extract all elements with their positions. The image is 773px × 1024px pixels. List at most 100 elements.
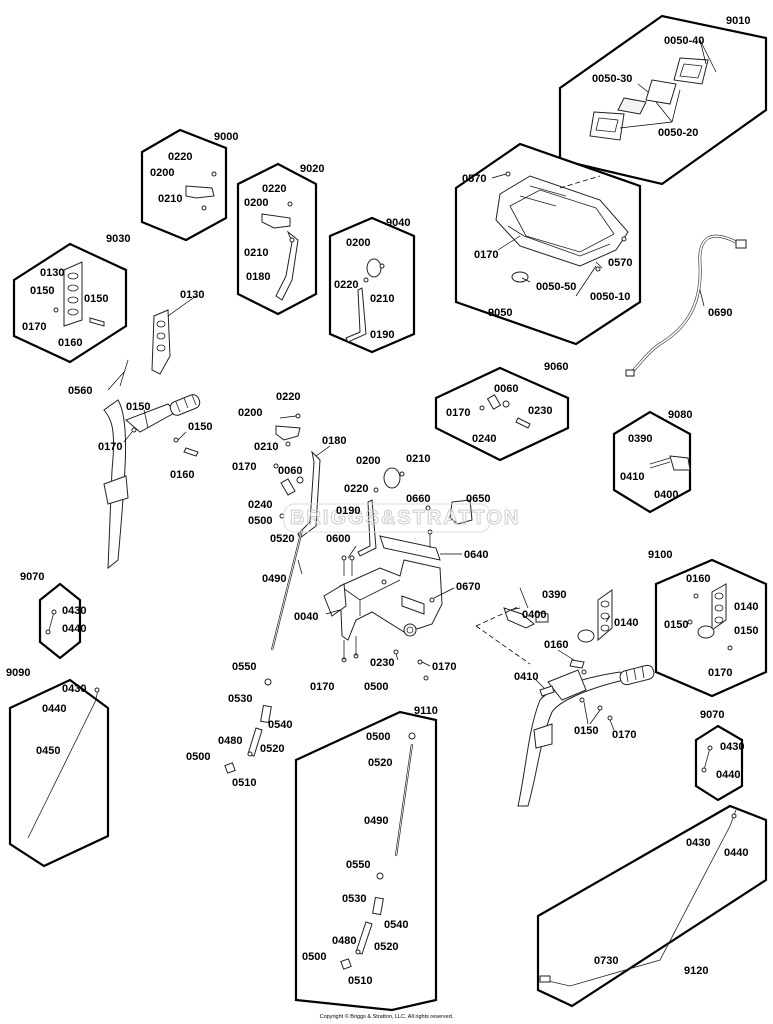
part-label: 0550 xyxy=(232,661,256,673)
part-label: 0190 xyxy=(336,505,360,517)
part-label: 0570 xyxy=(462,173,486,185)
group-label: 9070 xyxy=(20,571,44,583)
part-label: 0210 xyxy=(370,293,394,305)
part-label: 0160 xyxy=(170,469,194,481)
part-label: 0480 xyxy=(332,935,356,947)
watermark-frame xyxy=(283,503,491,533)
kit-9020-outline xyxy=(236,162,318,316)
part-label: 0130 xyxy=(40,267,64,279)
part-label: 0500 xyxy=(248,515,272,527)
right-handle-drawing xyxy=(475,589,655,807)
group-label: 9050 xyxy=(488,307,512,319)
part-label: 0170 xyxy=(432,661,456,673)
group-label: 9030 xyxy=(106,233,130,245)
part-label: 0530 xyxy=(342,893,366,905)
part-label: 0170 xyxy=(708,667,732,679)
part-label: 0060 xyxy=(494,383,518,395)
part-label: 0690 xyxy=(708,307,732,319)
part-label: 0150 xyxy=(664,619,688,631)
mounting-bracket-drawing xyxy=(323,529,443,681)
kit-9070b-outline xyxy=(694,724,744,802)
part-label: 0200 xyxy=(150,167,174,179)
part-label: 0210 xyxy=(158,193,182,205)
part-label: 0170 xyxy=(98,441,122,453)
group-label: 9120 xyxy=(684,965,708,977)
part-label: 0160 xyxy=(544,639,568,651)
lower-linkage-parts xyxy=(224,678,272,774)
part-label: 0510 xyxy=(348,975,372,987)
part-label: 0180 xyxy=(322,435,346,447)
part-label: 0440 xyxy=(62,623,86,635)
kit-9090-outline xyxy=(8,678,110,868)
part-label: 0150 xyxy=(574,725,598,737)
cable-0690 xyxy=(625,234,747,377)
group-label: 9000 xyxy=(214,131,238,143)
part-label: 0540 xyxy=(268,719,292,731)
part-label: 0450 xyxy=(36,745,60,757)
part-label: 0210 xyxy=(254,441,278,453)
part-label: 0150 xyxy=(126,401,150,413)
part-label: 0560 xyxy=(68,385,92,397)
cable-drawings xyxy=(27,609,737,987)
kit-9080-outline xyxy=(612,410,692,514)
lens-cover-parts xyxy=(589,39,717,141)
part-label: 0220 xyxy=(334,279,358,291)
part-label: 0550 xyxy=(346,859,370,871)
part-label: 0240 xyxy=(472,433,496,445)
part-label: 0170 xyxy=(310,681,334,693)
part-label: 0730 xyxy=(594,955,618,967)
part-label: 0500 xyxy=(186,751,210,763)
kit-9080-parts xyxy=(649,455,691,471)
part-label: 0400 xyxy=(522,609,546,621)
part-label: 0170 xyxy=(446,407,470,419)
part-label: 0050-50 xyxy=(536,281,576,293)
part-label: 0490 xyxy=(262,573,286,585)
group-label: 9110 xyxy=(414,705,438,717)
part-label: 0600 xyxy=(326,533,350,545)
part-label: 0200 xyxy=(238,407,262,419)
part-label: 0230 xyxy=(528,405,552,417)
part-label: 0190 xyxy=(370,329,394,341)
part-label: 0640 xyxy=(464,549,488,561)
group-label: 9070 xyxy=(700,709,724,721)
part-label: 0160 xyxy=(686,573,710,585)
group-label: 9040 xyxy=(386,217,410,229)
group-label: 9100 xyxy=(648,549,672,561)
part-label: 0150 xyxy=(84,293,108,305)
kit-9110-parts xyxy=(340,732,416,970)
part-label: 0430 xyxy=(62,683,86,695)
part-label: 0220 xyxy=(276,391,300,403)
group-label: 9060 xyxy=(544,361,568,373)
part-label: 0510 xyxy=(232,777,256,789)
part-label: 0660 xyxy=(406,493,430,505)
part-label: 0650 xyxy=(466,493,490,505)
watermark: BRIGGS&STRATTON xyxy=(290,507,520,529)
part-label: 0240 xyxy=(248,499,272,511)
part-label: 0170 xyxy=(474,249,498,261)
part-label: 0180 xyxy=(246,271,270,283)
part-label: 0500 xyxy=(364,681,388,693)
part-label: 0430 xyxy=(62,605,86,617)
part-label: 0540 xyxy=(384,919,408,931)
kit-9100-parts xyxy=(687,583,733,651)
part-label: 0210 xyxy=(244,247,268,259)
part-label: 0200 xyxy=(244,197,268,209)
kit-9000-outline xyxy=(140,128,228,242)
part-label: 0220 xyxy=(344,483,368,495)
part-label: 0210 xyxy=(406,453,430,465)
kit-9060-parts xyxy=(479,394,531,429)
part-label: 0170 xyxy=(612,729,636,741)
part-label: 0050-40 xyxy=(664,35,704,47)
part-label: 0440 xyxy=(724,847,748,859)
part-label: 0530 xyxy=(228,693,252,705)
part-label: 0130 xyxy=(180,289,204,301)
kit-9110-outline xyxy=(294,710,438,1012)
center-lever-parts xyxy=(270,413,473,651)
part-label: 0490 xyxy=(364,815,388,827)
part-label: 0150 xyxy=(30,285,54,297)
group-label: 9020 xyxy=(300,163,324,175)
part-label: 0150 xyxy=(188,421,212,433)
part-label: 0140 xyxy=(734,601,758,613)
part-label: 0050-20 xyxy=(658,127,698,139)
